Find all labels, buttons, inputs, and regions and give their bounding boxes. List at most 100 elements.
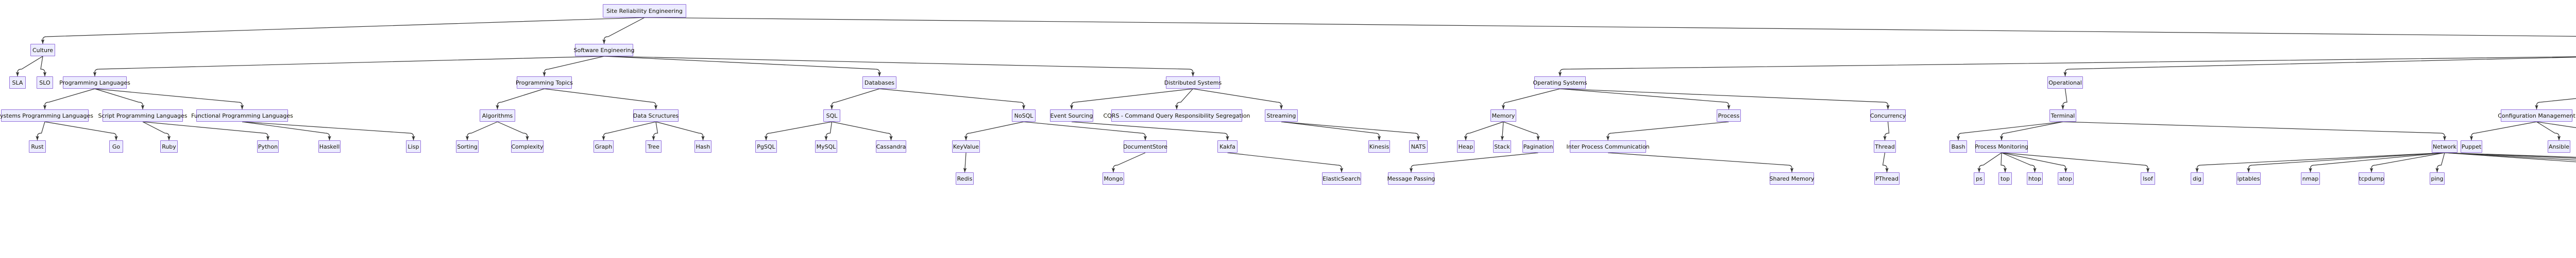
node-python[interactable]: Python — [257, 140, 279, 153]
edge-confmgmt-to-chef — [2536, 121, 2576, 128]
node-scriptlang[interactable]: Script Programming Languages — [98, 109, 188, 122]
edge-distsys-to-streaming — [1193, 88, 1283, 110]
node-proglang[interactable]: Programming Languages — [59, 76, 130, 89]
node-sre[interactable]: Site Reliability Engineering — [603, 4, 686, 18]
node-mysql[interactable]: MySQL — [815, 140, 837, 153]
node-label: Rust — [31, 143, 44, 150]
node-kafka[interactable]: Kakfa — [1217, 140, 1238, 153]
node-keyvalue[interactable]: KeyValue — [952, 140, 980, 153]
node-label: nmap — [2302, 175, 2319, 182]
edge-sre-to-swe — [602, 17, 645, 44]
node-atop[interactable]: atop — [2058, 172, 2074, 185]
node-cassandra[interactable]: Cassandra — [876, 140, 906, 153]
node-funclang[interactable]: Functional Programming Languages — [191, 109, 293, 122]
node-operational[interactable]: Operational — [2047, 76, 2083, 89]
node-elastic[interactable]: ElasticSearch — [1322, 172, 1361, 185]
node-label: Mongo — [1104, 175, 1123, 182]
edge-datastruct-to-graph — [602, 121, 656, 141]
node-pagination[interactable]: Pagination — [1522, 140, 1554, 153]
node-thread[interactable]: Thread — [1874, 140, 1896, 153]
node-msgpassing[interactable]: Message Passing — [1387, 172, 1435, 185]
node-label: Haskell — [319, 143, 340, 150]
node-label: Distributed Systems — [1164, 79, 1222, 86]
node-nosql[interactable]: NoSQL — [1012, 109, 1036, 122]
node-os[interactable]: Operating Systems — [1533, 76, 1587, 89]
node-label: CQRS - Command Query Responsibility Segr… — [1103, 112, 1250, 119]
node-lisp[interactable]: Lisp — [406, 140, 421, 153]
node-process[interactable]: Process — [1717, 109, 1741, 122]
node-cqrs[interactable]: CQRS - Command Query Responsibility Segr… — [1103, 109, 1250, 122]
node-sql[interactable]: SQL — [823, 109, 840, 122]
node-label: Terminal — [2050, 112, 2075, 119]
node-rust[interactable]: Rust — [29, 140, 46, 153]
node-mongo[interactable]: Mongo — [1103, 172, 1124, 185]
node-streaming[interactable]: Streaming — [1265, 109, 1298, 122]
node-label: Cassandra — [876, 143, 906, 150]
node-label: Culture — [32, 46, 54, 54]
node-top[interactable]: top — [1998, 172, 2012, 185]
node-sharedmem[interactable]: Shared Memory — [1770, 172, 1814, 185]
node-hash[interactable]: Hash — [694, 140, 711, 153]
node-confmgmt[interactable]: Configuration Management — [2498, 109, 2575, 122]
edge-os-to-concurrency — [1560, 88, 1890, 110]
node-label: Stack — [1494, 143, 1510, 150]
edge-confmgmt-to-puppet — [2469, 121, 2537, 141]
node-lsof[interactable]: lsof — [2141, 172, 2155, 185]
node-culture[interactable]: Culture — [30, 44, 55, 56]
node-haskell[interactable]: Haskell — [318, 140, 341, 153]
node-go[interactable]: Go — [109, 140, 123, 153]
node-label: Algorithms — [482, 112, 513, 119]
node-syslang[interactable]: Systems Programming Languages — [0, 109, 93, 122]
node-puppet[interactable]: Puppet — [2461, 140, 2482, 153]
edge-nosql-to-keyvalue — [964, 121, 1024, 141]
node-progtopics[interactable]: Programming Topics — [516, 76, 573, 89]
node-heap[interactable]: Heap — [1457, 140, 1475, 153]
node-complexity[interactable]: Complexity — [511, 140, 544, 153]
node-procmon[interactable]: Process Monitoring — [1975, 140, 2028, 153]
node-datastruct[interactable]: Data Scructures — [633, 109, 679, 122]
node-ruby[interactable]: Ruby — [160, 140, 178, 153]
node-label: Ruby — [162, 143, 176, 150]
node-stack[interactable]: Stack — [1493, 140, 1511, 153]
node-sorting[interactable]: Sorting — [456, 140, 479, 153]
node-ansible[interactable]: Ansible — [2548, 140, 2570, 153]
node-ping[interactable]: ping — [2430, 172, 2445, 185]
node-label: Event Sourcing — [1050, 112, 1093, 119]
node-network[interactable]: Network — [2432, 140, 2458, 153]
edge-kafka-to-elastic — [1227, 152, 1344, 173]
edge-proglang-to-funclang — [94, 88, 244, 110]
edge-streaming-to-nats — [1281, 121, 1420, 141]
edge-os-to-process — [1560, 88, 1731, 110]
node-nats[interactable]: NATS — [1409, 140, 1428, 153]
node-label: Graph — [595, 143, 613, 150]
node-kinesis[interactable]: Kinesis — [1368, 140, 1390, 153]
node-ipc[interactable]: Inter Process Communication — [1566, 140, 1650, 153]
node-pthread[interactable]: PThread — [1874, 172, 1900, 185]
node-tcpdump[interactable]: tcpdump — [2359, 172, 2384, 185]
node-terminal[interactable]: Terminal — [2049, 109, 2076, 122]
node-databases[interactable]: Databases — [862, 76, 896, 89]
node-algorithms[interactable]: Algorithms — [480, 109, 515, 122]
node-redis[interactable]: Redis — [956, 172, 974, 185]
node-iptables[interactable]: iptables — [2236, 172, 2261, 185]
node-docstore[interactable]: DocumentStore — [1123, 140, 1167, 153]
node-sla[interactable]: SLA — [9, 76, 26, 89]
node-nmap[interactable]: nmap — [2301, 172, 2320, 185]
node-concurrency[interactable]: Concurrency — [1870, 109, 1906, 122]
node-ps[interactable]: ps — [1974, 172, 1985, 185]
node-memory[interactable]: Memory — [1490, 109, 1516, 122]
node-pgsql[interactable]: PgSQL — [755, 140, 777, 153]
node-label: Data Scructures — [633, 112, 679, 119]
node-dig[interactable]: dig — [2191, 172, 2204, 185]
node-label: Network — [2433, 143, 2456, 150]
node-distsys[interactable]: Distributed Systems — [1164, 76, 1222, 89]
node-slo[interactable]: SLO — [37, 76, 53, 89]
node-htop[interactable]: htop — [2027, 172, 2043, 185]
node-tree[interactable]: Tree — [646, 140, 662, 153]
node-swe[interactable]: Software Engineering — [574, 44, 635, 56]
node-eventsourcing[interactable]: Event Sourcing — [1050, 109, 1093, 122]
node-label: Go — [112, 143, 121, 150]
node-bash[interactable]: Bash — [1950, 140, 1967, 153]
node-graph[interactable]: Graph — [594, 140, 614, 153]
